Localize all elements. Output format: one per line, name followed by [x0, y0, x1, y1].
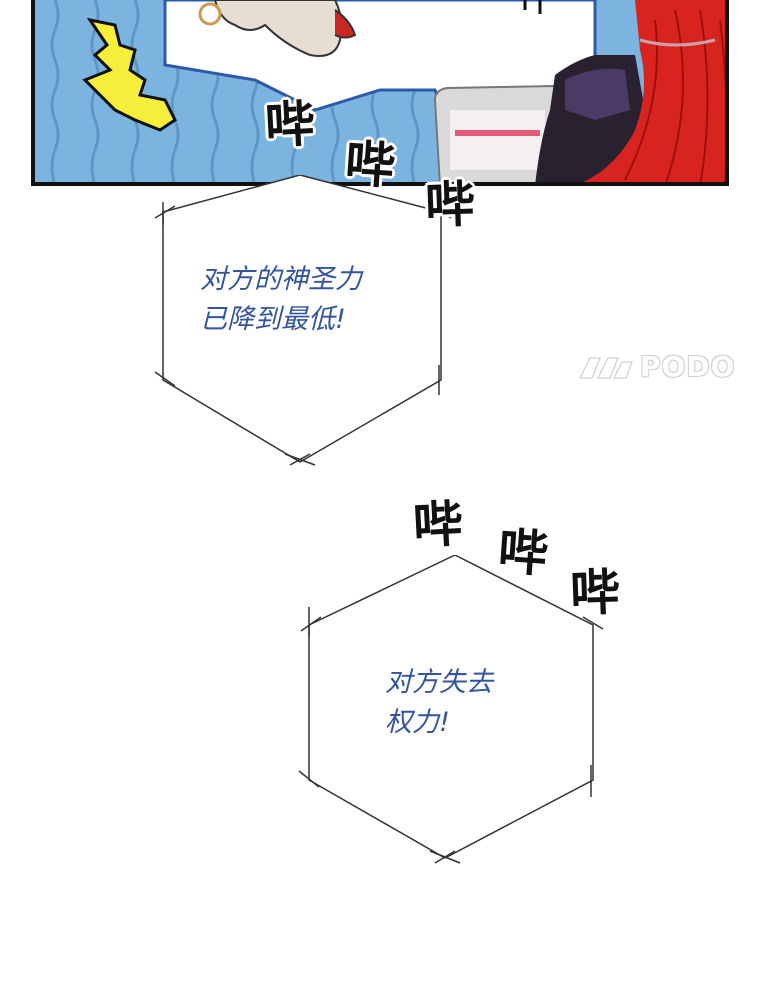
hexagon-bubble-frame — [298, 555, 604, 864]
dialogue-line: 已降到最低! — [200, 304, 346, 335]
comic-panel — [31, 0, 729, 186]
panel-artwork — [35, 0, 725, 182]
watermark: PODO — [578, 350, 735, 383]
dialogue-line: 对方的神圣力 — [200, 264, 362, 295]
dialogue-text-first: 对方的神圣力 已降到最低! — [200, 260, 362, 340]
sound-effect: 哔 — [496, 522, 548, 584]
sound-effect: 哔 — [343, 134, 395, 196]
dialogue-line: 权力! — [385, 707, 450, 738]
watermark-text: PODO — [640, 350, 736, 383]
sound-effect: 哔 — [424, 175, 474, 235]
dialogue-line: 对方失去 — [385, 667, 493, 698]
sound-effect: 哔 — [411, 494, 463, 556]
sound-effect: 哔 — [263, 94, 315, 156]
dialogue-text-second: 对方失去 权力! — [385, 663, 493, 743]
hexagon-bubble-frame — [154, 175, 452, 466]
podo-logo-icon — [579, 357, 633, 379]
sound-effect: 哔 — [569, 563, 619, 623]
